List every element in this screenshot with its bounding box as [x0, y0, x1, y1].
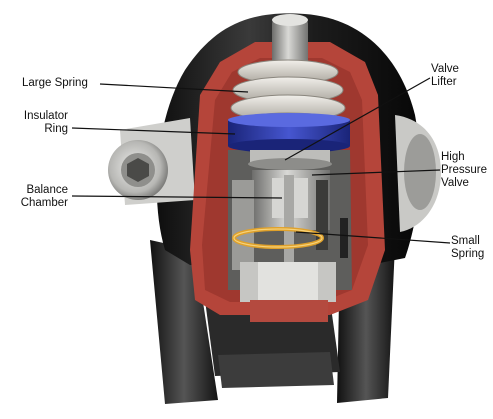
label-valve-lifter: Valve Lifter [431, 63, 459, 89]
right-port [395, 115, 441, 232]
label-high-pressure-valve: High Pressure Valve [441, 151, 487, 190]
label-small-spring: Small Spring [451, 235, 484, 261]
valve-lifter [248, 150, 332, 170]
lower-block [240, 262, 336, 322]
label-balance-chamber: Balance Chamber [0, 184, 68, 210]
label-large-spring: Large Spring [22, 77, 88, 90]
balance-chamber [232, 180, 254, 270]
label-insulator-ring: Insulator Ring [0, 110, 68, 136]
